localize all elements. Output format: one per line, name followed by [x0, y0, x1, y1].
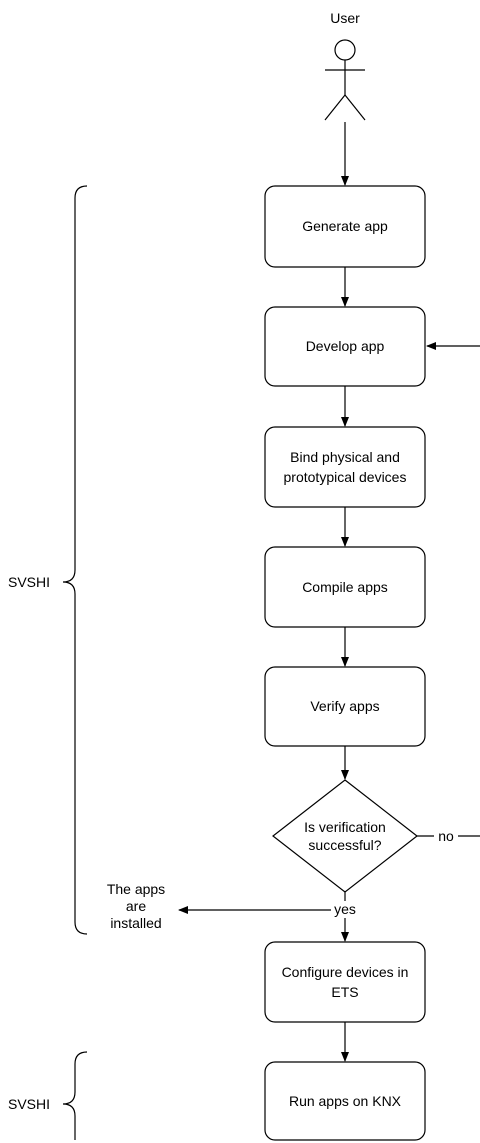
outcome-line1: The apps: [107, 881, 165, 897]
outcome-line3: installed: [110, 915, 161, 931]
decision-verification: Is verification successful?: [272, 779, 418, 893]
user-actor-icon: [324, 39, 366, 121]
step-verify-apps: Verify apps: [264, 666, 426, 747]
installed-outcome: The apps are installed: [107, 881, 165, 931]
actor-label: User: [330, 10, 360, 26]
svshi-run-label: SVSHI: [8, 1096, 50, 1112]
step-compile-apps: Compile apps: [264, 546, 426, 628]
step-configure-label-line1: Configure devices in: [282, 964, 409, 980]
step-compile-label: Compile apps: [302, 579, 388, 595]
step-generate-label: Generate app: [302, 218, 388, 234]
step-verify-label: Verify apps: [310, 698, 379, 714]
step-bind-devices: Bind physical and prototypical devices: [264, 426, 426, 508]
step-develop-app: Develop app: [264, 306, 426, 387]
decision-label-line2: successful?: [308, 837, 381, 853]
step-develop-label: Develop app: [306, 338, 385, 354]
step-bind-label-line2: prototypical devices: [284, 469, 407, 485]
no-branch-label: no: [438, 828, 454, 844]
step-run-apps: Run apps on KNX: [264, 1061, 426, 1141]
outcome-line2: are: [126, 898, 146, 914]
step-configure-devices: Configure devices in ETS: [264, 941, 426, 1023]
svshi-main-label: SVSHI: [8, 574, 50, 590]
step-generate-app: Generate app: [264, 185, 426, 268]
svshi-main-brace: [62, 185, 88, 935]
step-run-label: Run apps on KNX: [289, 1093, 402, 1109]
svshi-run-brace: [62, 1051, 88, 1140]
step-configure-label-line2: ETS: [331, 984, 358, 1000]
decision-label-line1: Is verification: [304, 819, 386, 835]
yes-branch-label: yes: [334, 901, 356, 917]
step-bind-label-line1: Bind physical and: [290, 449, 400, 465]
